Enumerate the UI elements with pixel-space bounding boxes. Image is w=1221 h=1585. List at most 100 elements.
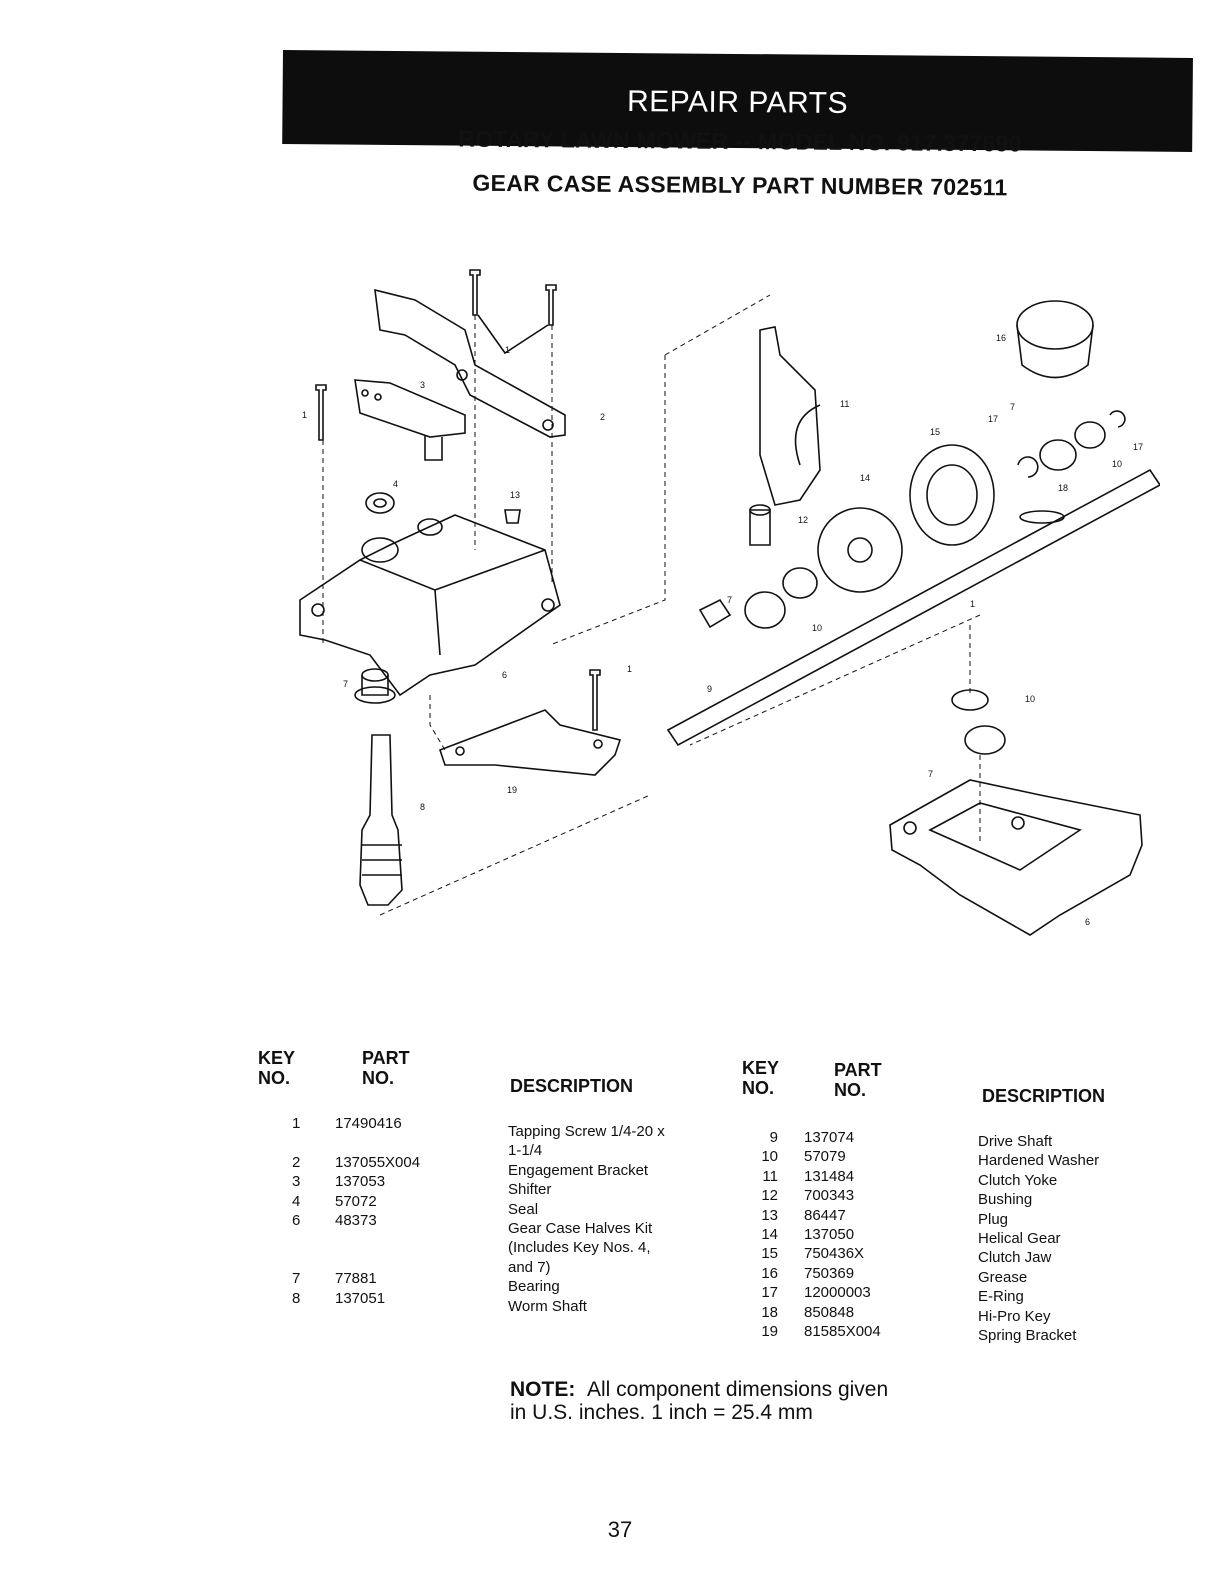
e-ring-part [1017,456,1039,478]
key-number-cell: 15 [761,1245,778,1263]
key-number-cell: 7 [292,1270,301,1288]
callout-4: 4 [393,479,398,489]
part-number-cell: ​ [335,1230,420,1249]
key-number-cell: 2 [292,1153,301,1171]
helical-gear-part [817,507,903,593]
key-number-cell: 9 [769,1129,778,1146]
description-cell: Hardened Washer [978,1152,1100,1170]
right-key-header: KEY NO. [742,1058,780,1098]
part-number-cell: 137055X004 [335,1153,421,1171]
banner-title: REPAIR PARTS [626,85,849,120]
part-number-cell: 17490416 [335,1115,402,1132]
part-number-cell: 137074 [804,1129,855,1146]
key-number-cell: 14 [761,1226,778,1244]
part-number-cell: 850848 [804,1303,855,1321]
key-number-cell: 6 [292,1212,301,1230]
description-cell: (Includes Key Nos. 4, [508,1239,651,1257]
worm-shaft-part [359,734,403,906]
spring-bracket-part [438,709,622,776]
key-number-cell: ​ [292,1250,312,1269]
bearing-part-right [964,725,1006,755]
engagement-bracket-part [374,288,566,438]
callout-18: 18 [1058,483,1068,493]
gear-case-top-half [299,514,561,697]
left-part-column: 17490416​137055X0041370535707248373​​778… [335,1114,420,1308]
right-description-header: DESCRIPTION [982,1086,1106,1106]
drive-shaft-part [666,468,1160,747]
description-cell: Helical Gear [978,1230,1061,1248]
part-number-cell: 750369 [804,1264,855,1282]
key-number-cell: 18 [761,1303,778,1321]
left-part-header: PART NO. [362,1048,410,1088]
plug-part [504,509,521,524]
description-cell: Bearing [508,1278,560,1296]
bushing-part [749,509,771,546]
callout-2: 2 [600,412,605,422]
callout-3: 3 [420,380,425,390]
key-number-cell: 3 [292,1173,301,1191]
note-label: NOTE: [510,1378,576,1401]
callout-7-right: 7 [928,769,933,779]
callout-10-right-top: 10 [1112,459,1122,469]
hardened-washer-part [1074,421,1106,449]
seal-part [365,492,395,514]
description-cell: Bushing [978,1191,1033,1209]
callout-9: 9 [707,684,712,694]
description-cell: Clutch Yoke [978,1171,1058,1189]
key-number-cell: 16 [761,1264,778,1282]
part-number-cell: 57079 [804,1148,846,1166]
note-line1: All component dimensions given [587,1378,889,1401]
callout-14: 14 [860,473,870,483]
callout-16: 16 [996,333,1006,343]
part-number-cell: 81585X004 [804,1323,881,1341]
callout-12: 12 [798,515,808,525]
left-key-header: KEY NO. [258,1048,296,1088]
callout-10-right: 10 [1025,694,1035,704]
clutch-jaw-part [909,444,995,546]
exploded-parts-diagram: 1 2 3 1 4 13 6 7 1 8 19 11 12 14 7 10 9 … [299,269,1160,936]
page-title-model: ROTARY LAWN MOWER -- MODEL NO. 917.37769… [458,125,1022,157]
callout-13: 13 [510,490,520,500]
part-number-cell: ​ [335,1250,420,1269]
callout-7-right-top: 7 [1010,402,1015,412]
description-cell: Tapping Screw 1/4-20 x [508,1123,665,1140]
callout-17-left: 17 [988,414,998,424]
part-number-cell: 77881 [335,1270,377,1288]
callout-1-left: 1 [302,410,307,420]
screw-part-top-left [469,269,481,316]
callout-7-left: 7 [343,679,348,689]
description-cell: and 7) [508,1258,551,1276]
key-number-cell: 12 [761,1187,778,1205]
description-cell: E-Ring [978,1288,1024,1306]
key-number-cell: 11 [762,1167,778,1185]
bearing-part-left [354,686,396,704]
description-cell: Hi-Pro Key [978,1307,1051,1325]
callout-6-top: 6 [502,670,507,680]
clutch-yoke-part [759,326,821,506]
page-number: 37 [607,1517,633,1542]
callout-8: 8 [420,802,425,812]
screw-part-center [589,669,601,731]
description-cell: Spring Bracket [978,1327,1077,1345]
callout-11: 11 [840,399,849,409]
key-number-cell: 8 [292,1289,301,1307]
description-cell: Clutch Jaw [978,1249,1052,1267]
callout-1-top: 1 [505,345,510,355]
key-number-cell: 1 [292,1115,301,1132]
part-number-cell: 137053 [335,1173,386,1191]
key-number-cell: ​ [292,1230,312,1249]
screw-part-left [315,384,327,441]
hi-pro-key-part [1019,510,1065,524]
bearing-part-center [698,598,732,629]
units-note: NOTE: All component dimensions given in … [510,1378,888,1424]
callout-1-right: 1 [970,599,975,609]
page-title-assembly: GEAR CASE ASSEMBLY PART NUMBER 702511 [472,169,1008,201]
description-cell: Drive Shaft [978,1133,1053,1150]
description-cell: 1-1/4 [508,1142,543,1160]
key-number-cell: 13 [761,1206,778,1224]
